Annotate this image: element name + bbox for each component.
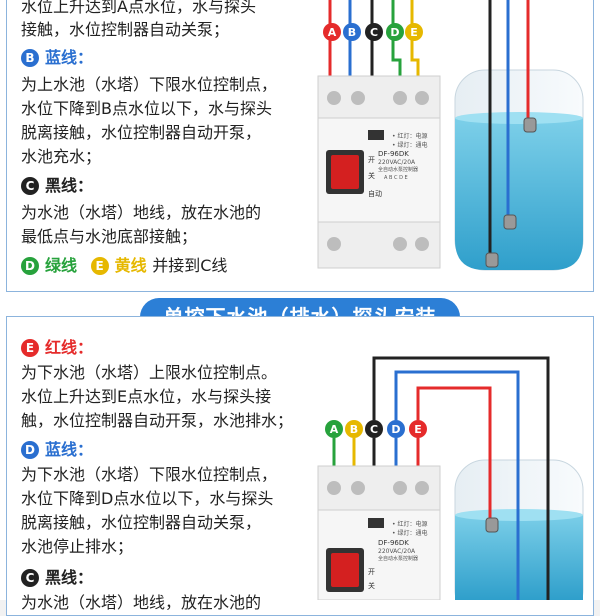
bottom-d-heading: D 蓝线：	[21, 439, 93, 461]
bottom-c-heading: C 黑线：	[21, 567, 93, 589]
top-sw-auto: 自动	[368, 189, 382, 198]
bottom-tank-wires	[372, 356, 550, 600]
bottom-d-line-2: 脱离接触，水位控制器自动关泵，	[21, 513, 262, 532]
top-rocker-switch[interactable]	[331, 155, 359, 189]
probe-c-icon	[485, 252, 499, 268]
top-c-line-1: 最低点与水池底部接触；	[21, 227, 198, 246]
top-letter-c: C	[370, 26, 378, 39]
bottom-letter-a: A	[330, 423, 339, 436]
top-c-line-0: 为水池（水塔）地线，放在水池的	[21, 203, 262, 222]
top-tank	[454, 69, 584, 271]
bottom-e-line-1: 水位上升达到E点水位，水与探头接	[21, 387, 272, 406]
top-b-line-2: 脱离接触，水位控制器自动开泵，	[21, 123, 262, 142]
bottom-letter-c: C	[370, 423, 378, 436]
bottom-device-spec: 220VAC/20A	[378, 548, 416, 555]
top-c-heading: C 黑线：	[21, 175, 93, 197]
top-d-label: 绿线	[45, 256, 78, 275]
bottom-led-legend-green: • 绿灯：通电	[392, 529, 427, 537]
top-tank-wires	[485, 0, 537, 268]
bottom-controller-device: • 红灯：电源 • 绿灯：通电 DF-96DK 220VAC/20A 全自动水泵…	[317, 465, 441, 600]
top-led-legend-green: • 绿灯：通电	[392, 141, 427, 149]
probe-a-icon	[523, 117, 537, 133]
probe-e-icon	[485, 517, 499, 533]
bottom-d-line-1: 水位下降到D点水位以下，水与探头	[21, 489, 274, 508]
bottom-wire-letters: A B C D E	[325, 420, 427, 438]
top-text-line-1: 接触，水位控制器自动关泵；	[21, 20, 230, 39]
top-b-label: 蓝线：	[45, 48, 94, 67]
d-badge-icon: D	[21, 441, 39, 459]
bottom-led-legend-red: • 红灯：电源	[392, 520, 427, 528]
probe-b-icon	[503, 214, 517, 230]
top-text-line-0: 水位上升达到A点水位，水与探头	[21, 0, 256, 16]
bottom-controller-wires	[332, 438, 420, 468]
bottom-d-line-0: 为下水池（水塔）下限水位控制点，	[21, 465, 278, 484]
bottom-e-line-2: 触，水位控制器自动开泵，水池排水；	[21, 411, 294, 430]
top-device-desc: 全自动水泵控制器	[378, 166, 418, 173]
bottom-letter-e: E	[414, 423, 422, 436]
top-b-line-1: 水位下降到B点水位以下，水与探头	[21, 99, 272, 118]
top-letter-a: A	[328, 26, 337, 39]
top-device-model: DF-96DK	[378, 150, 409, 158]
top-b-line-0: 为上水池（水塔）下限水位控制点，	[21, 75, 278, 94]
bottom-sw-off: 关	[368, 581, 375, 590]
top-letter-d: D	[390, 26, 399, 39]
top-letter-e: E	[410, 26, 418, 39]
top-b-heading: B 蓝线：	[21, 47, 93, 69]
bottom-d-label: 蓝线：	[45, 440, 94, 459]
top-b-line-3: 水池充水；	[21, 147, 102, 166]
e-badge-icon: E	[21, 339, 39, 357]
c-badge-icon: C	[21, 177, 39, 195]
top-led-legend-red: • 红灯：电源	[392, 132, 427, 140]
e-badge-icon: E	[90, 257, 109, 275]
bottom-c-label: 黑线：	[45, 568, 94, 587]
top-device-terminals: A B C D E	[384, 175, 408, 181]
top-device-spec: 220VAC/20A	[378, 159, 416, 166]
bottom-rocker-switch[interactable]	[331, 553, 359, 587]
top-sw-on: 开	[368, 156, 375, 164]
bottom-letter-d: D	[391, 423, 400, 436]
top-letter-b: B	[348, 26, 356, 39]
top-de-line: D 绿线 E 黄线 并接到C线	[21, 255, 227, 277]
bottom-sw-on: 开	[368, 568, 375, 576]
b-badge-icon: B	[21, 49, 39, 67]
bottom-d-line-3: 水池停止排水；	[21, 537, 134, 556]
top-wire-letters: A B C D E	[323, 23, 423, 41]
c-badge-icon: C	[21, 569, 39, 587]
bottom-letter-b: B	[350, 423, 358, 436]
bottom-e-label: 红线：	[45, 338, 94, 357]
wiring-diagram: A B C D E • 红灯：电源 • 绿灯：通电 DF-96DK 220VAC…	[317, 0, 584, 600]
top-c-label: 黑线：	[45, 176, 94, 195]
top-de-tail: 并接到C线	[152, 256, 228, 275]
top-sw-off: 关	[368, 171, 375, 180]
bottom-device-model: DF-96DK	[378, 539, 409, 547]
top-controller-device: • 红灯：电源 • 绿灯：通电 DF-96DK 220VAC/20A 全自动水泵…	[317, 75, 441, 269]
bottom-e-heading: E 红线：	[21, 337, 93, 359]
d-badge-icon: D	[21, 257, 39, 275]
bottom-e-line-0: 为下水池（水塔）上限水位控制点。	[21, 363, 278, 382]
bottom-device-desc: 全自动水泵控制器	[378, 555, 418, 562]
top-e-label: 黄线	[114, 256, 147, 275]
